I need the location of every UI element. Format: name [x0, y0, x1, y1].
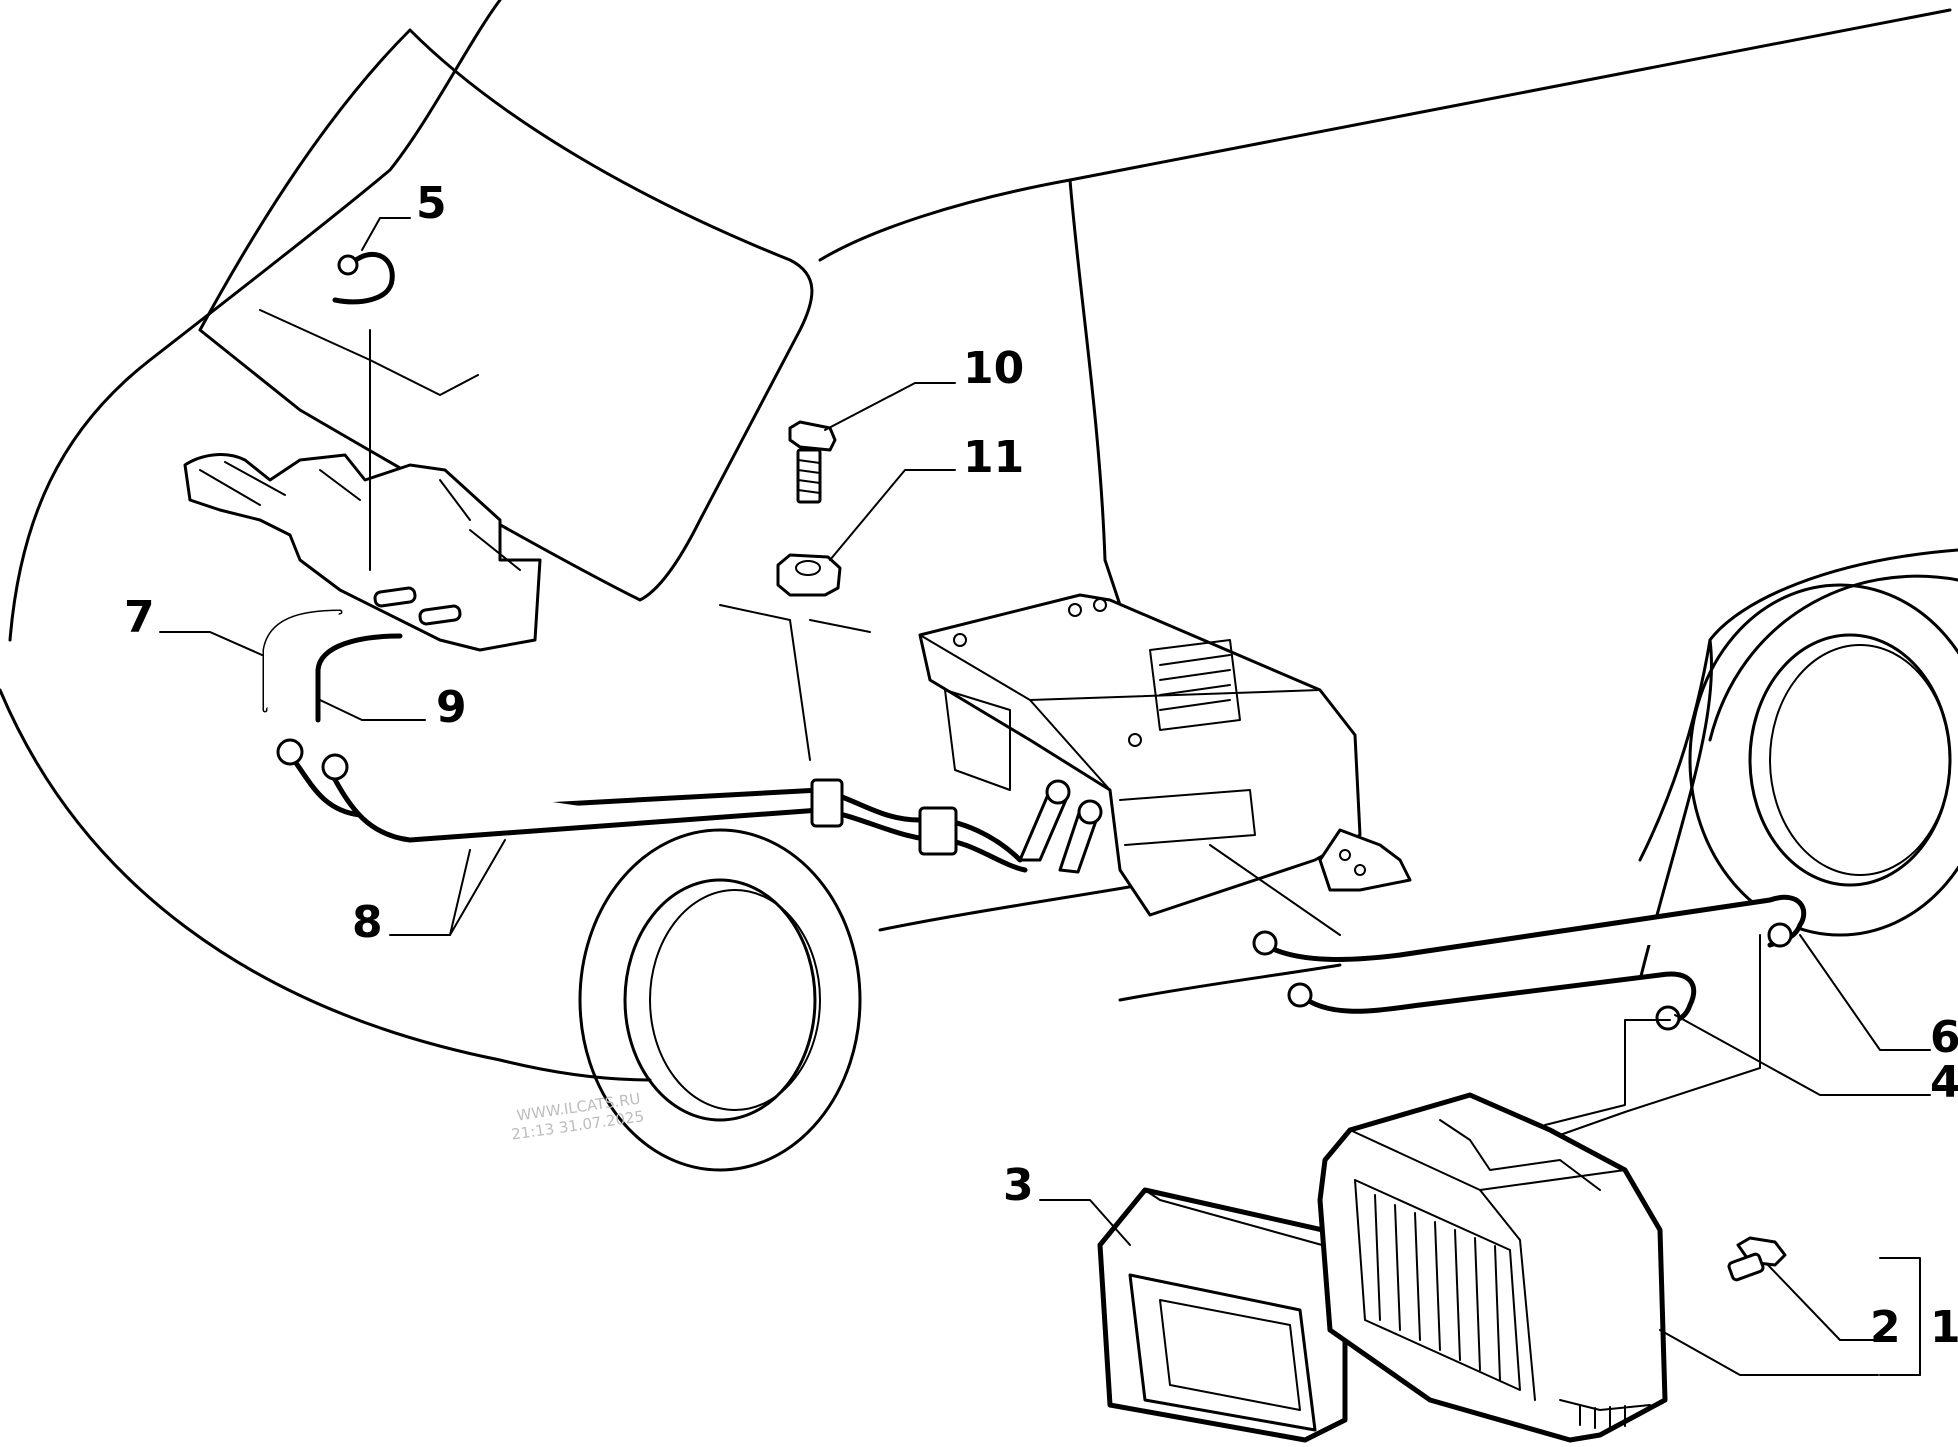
screw-2 — [1727, 1236, 1787, 1282]
callout-7: 7 — [124, 592, 155, 643]
leader-lines — [159, 217, 1931, 1376]
nut-11 — [776, 553, 842, 597]
callout-4: 4 — [1930, 1057, 1958, 1108]
rear-wheel — [1688, 574, 1958, 937]
callout-6: 6 — [1930, 1012, 1958, 1063]
callout-2: 2 — [1870, 1302, 1901, 1353]
mounting-bracket — [1318, 828, 1412, 892]
callout-9: 9 — [436, 682, 467, 733]
callout-1: 1 — [1930, 1302, 1958, 1353]
hose-6 — [1252, 894, 1807, 962]
hose-9 — [315, 633, 403, 723]
hose-5 — [332, 251, 395, 305]
callout-5: 5 — [416, 178, 447, 229]
hose-4 — [1287, 971, 1697, 1031]
duct-frame-3 — [1097, 1187, 1348, 1443]
front-wheel — [578, 828, 862, 1172]
hose-7 — [262, 609, 343, 713]
bolt-10 — [788, 420, 837, 504]
callout-10: 10 — [963, 343, 1024, 394]
heater-core-box — [918, 593, 1362, 917]
vehicle-outline — [0, 0, 1958, 1082]
air-vent-housing-1 — [1317, 1092, 1668, 1443]
watermark: WWW.ILCATS.RU 21:13 31.07.2025 — [510, 1089, 645, 1143]
callout-8: 8 — [352, 897, 383, 948]
callout-3: 3 — [1003, 1160, 1034, 1211]
callout-labels: 5 7 9 8 10 11 6 4 3 2 1 — [124, 178, 1958, 1353]
vent-louvers — [1374, 1194, 1501, 1381]
heater-valve-assembly — [183, 453, 542, 652]
callout-11: 11 — [963, 432, 1024, 483]
heater-pipes-8 — [276, 738, 1103, 874]
